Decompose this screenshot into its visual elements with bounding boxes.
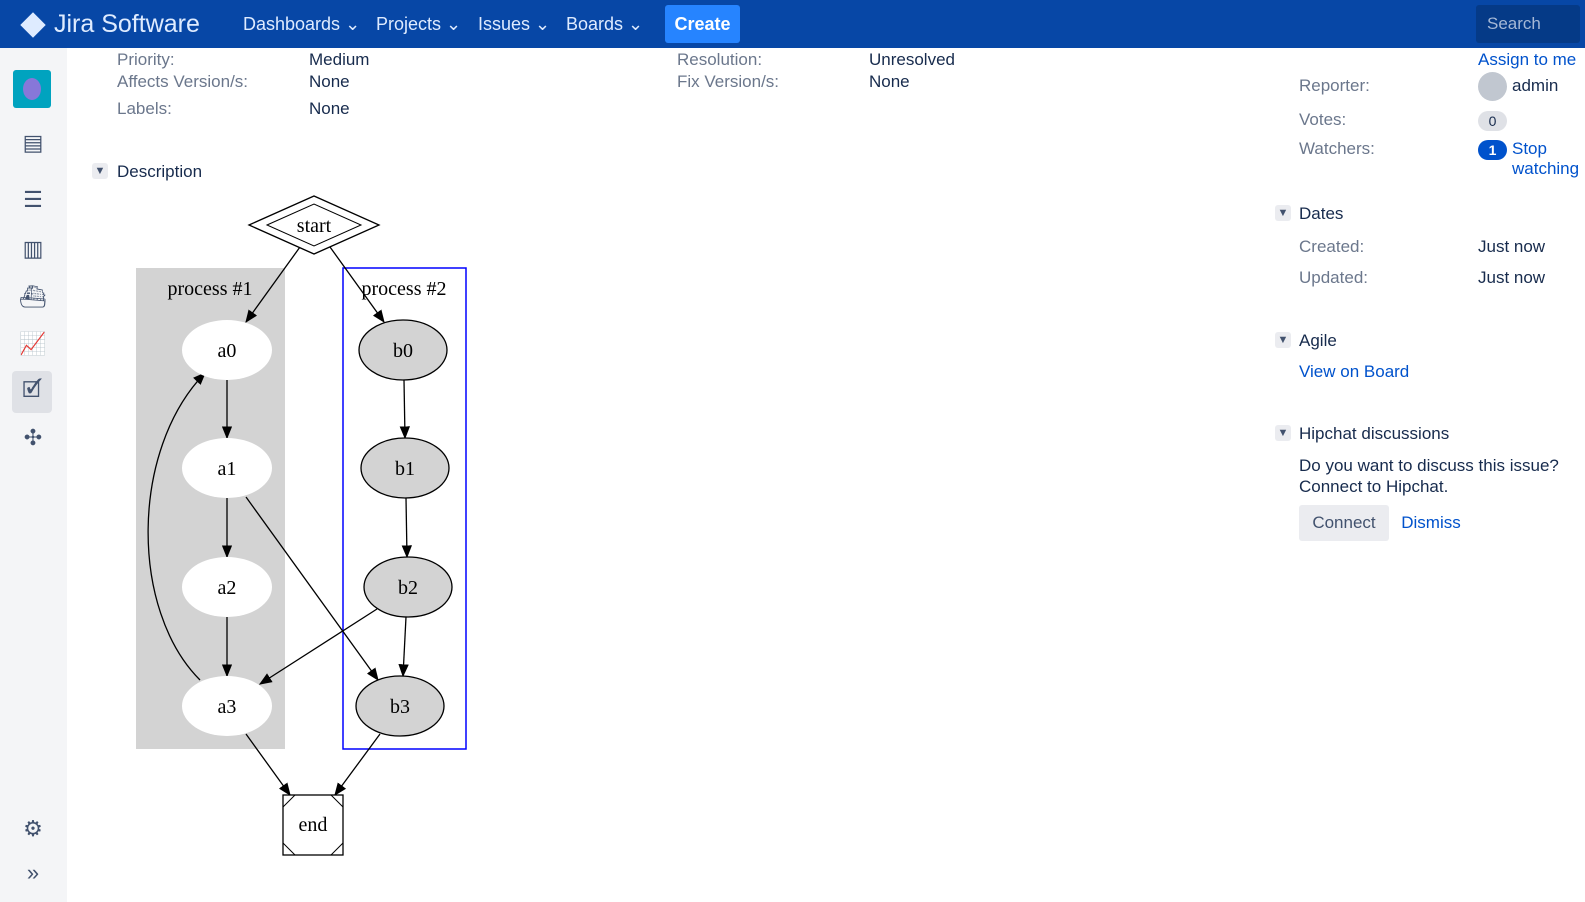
labels-label: Labels:	[117, 99, 172, 118]
hipchat-toggle-chevron-icon[interactable]: ▼	[1275, 425, 1291, 441]
updated-label: Updated:	[1299, 268, 1368, 287]
settings-gear-icon[interactable]: ⚙	[23, 816, 43, 841]
reporter-avatar	[1478, 72, 1507, 101]
search-input[interactable]: Search	[1476, 5, 1580, 43]
reporter-value[interactable]: admin	[1512, 76, 1559, 95]
nav-dashboards-label: Dashboards	[243, 14, 341, 34]
resolution-label: Resolution:	[677, 50, 763, 69]
node-b3: b3	[390, 696, 410, 718]
project-sidebar: ▤ ☰ ▥ ⛴ 📈 🗹 ✣ ⚙ »	[0, 48, 67, 902]
affects-version-value: None	[309, 72, 350, 91]
resolution-value: Unresolved	[869, 50, 955, 69]
stop-watching-link[interactable]: Stop watching	[1512, 139, 1580, 178]
view-on-board-link[interactable]: View on Board	[1299, 362, 1410, 381]
fix-version-value: None	[869, 72, 910, 91]
top-navigation: Jira Software Dashboards ⌄ Projects ⌄ Is…	[0, 0, 1585, 48]
created-label: Created:	[1299, 237, 1365, 256]
watchers-count[interactable]: 1	[1478, 140, 1507, 160]
nav-issues-label: Issues	[478, 14, 531, 34]
hipchat-heading: Hipchat discussions	[1299, 424, 1450, 443]
ship-icon[interactable]: ⛴	[19, 284, 47, 309]
jira-logo[interactable]: Jira Software	[20, 10, 200, 39]
hipchat-prompt: Do you want to discuss this issue? Conne…	[1299, 456, 1559, 496]
nav-boards[interactable]: Boards ⌄	[566, 14, 644, 34]
node-a0: a0	[218, 340, 237, 362]
reporter-label: Reporter:	[1299, 76, 1370, 95]
board-icon[interactable]: ▥	[22, 236, 44, 261]
dates-toggle-chevron-icon[interactable]: ▼	[1275, 205, 1291, 221]
nav-issues[interactable]: Issues ⌄	[478, 14, 551, 34]
affects-version-label: Affects Version/s:	[117, 72, 249, 91]
node-a2: a2	[218, 577, 237, 599]
releases-icon[interactable]: ☰	[23, 187, 43, 212]
agile-toggle-chevron-icon[interactable]: ▼	[1275, 332, 1291, 348]
labels-value: None	[309, 99, 350, 118]
expand-sidebar-icon[interactable]: »	[26, 860, 40, 885]
nav-boards-label: Boards	[566, 14, 624, 34]
dates-heading: Dates	[1299, 204, 1344, 223]
issues-icon[interactable]: 🗹	[12, 371, 52, 413]
node-a1: a1	[218, 458, 237, 480]
brand-name: Jira Software	[54, 10, 200, 38]
updated-value: Just now	[1478, 268, 1546, 287]
description-diagram: process #1 process #2 start a0 a1 a2 a3 …	[136, 195, 467, 856]
nav-projects-label: Projects	[376, 14, 442, 34]
description-toggle-chevron-icon[interactable]: ▼	[92, 163, 108, 179]
priority-label: Priority:	[117, 50, 175, 69]
project-avatar[interactable]	[13, 70, 51, 108]
start-node: start	[297, 215, 332, 237]
reports-icon[interactable]: 📈	[19, 331, 47, 356]
assign-to-me-link[interactable]: Assign to me	[1478, 50, 1577, 69]
nav-dashboards[interactable]: Dashboards ⌄	[243, 14, 361, 34]
dismiss-button[interactable]: Dismiss	[1401, 513, 1461, 532]
priority-value: Medium	[309, 50, 370, 69]
cluster-1-label: process #1	[168, 278, 253, 300]
node-b0: b0	[393, 340, 413, 362]
votes-label: Votes:	[1299, 110, 1347, 129]
start-diamond	[247, 195, 381, 255]
cluster-2-label: process #2	[362, 278, 447, 300]
diagram-edges	[147, 246, 413, 797]
watchers-label: Watchers:	[1299, 139, 1375, 158]
fix-version-label: Fix Version/s:	[677, 72, 780, 91]
connect-button[interactable]: Connect	[1299, 505, 1389, 541]
nav-projects[interactable]: Projects ⌄	[376, 14, 462, 34]
description-heading: Description	[117, 162, 203, 181]
node-a3: a3	[218, 696, 237, 718]
node-b1: b1	[395, 458, 415, 480]
addons-icon[interactable]: ✣	[23, 425, 43, 450]
end-box	[282, 794, 344, 856]
end-node: end	[299, 814, 328, 836]
agile-heading: Agile	[1299, 331, 1337, 350]
create-button[interactable]: Create	[665, 5, 740, 43]
backlog-icon[interactable]: ▤	[22, 130, 44, 155]
node-b2: b2	[398, 577, 418, 599]
cluster-process-2	[342, 267, 467, 750]
created-value: Just now	[1478, 237, 1546, 256]
votes-count[interactable]: 0	[1478, 111, 1507, 131]
